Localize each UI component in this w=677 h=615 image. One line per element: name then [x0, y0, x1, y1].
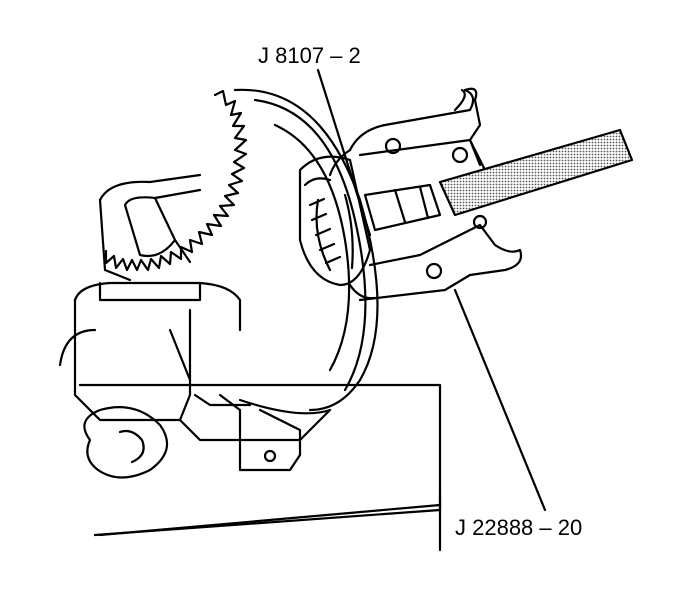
ring-gear	[104, 88, 379, 415]
leader-line-bottom	[453, 288, 547, 512]
callout-label-bottom: J 22888 – 20	[455, 515, 582, 540]
bench-vise	[58, 281, 332, 479]
side-bearing	[298, 155, 372, 287]
forcing-screw	[438, 128, 634, 217]
puller-j22888-20	[328, 87, 523, 302]
differential-case	[98, 173, 302, 472]
leader-line-top	[316, 68, 372, 237]
adapter-j8107-2	[363, 183, 442, 232]
callout-label-top: J 8107 – 2	[258, 43, 361, 68]
work-bench	[78, 383, 442, 552]
